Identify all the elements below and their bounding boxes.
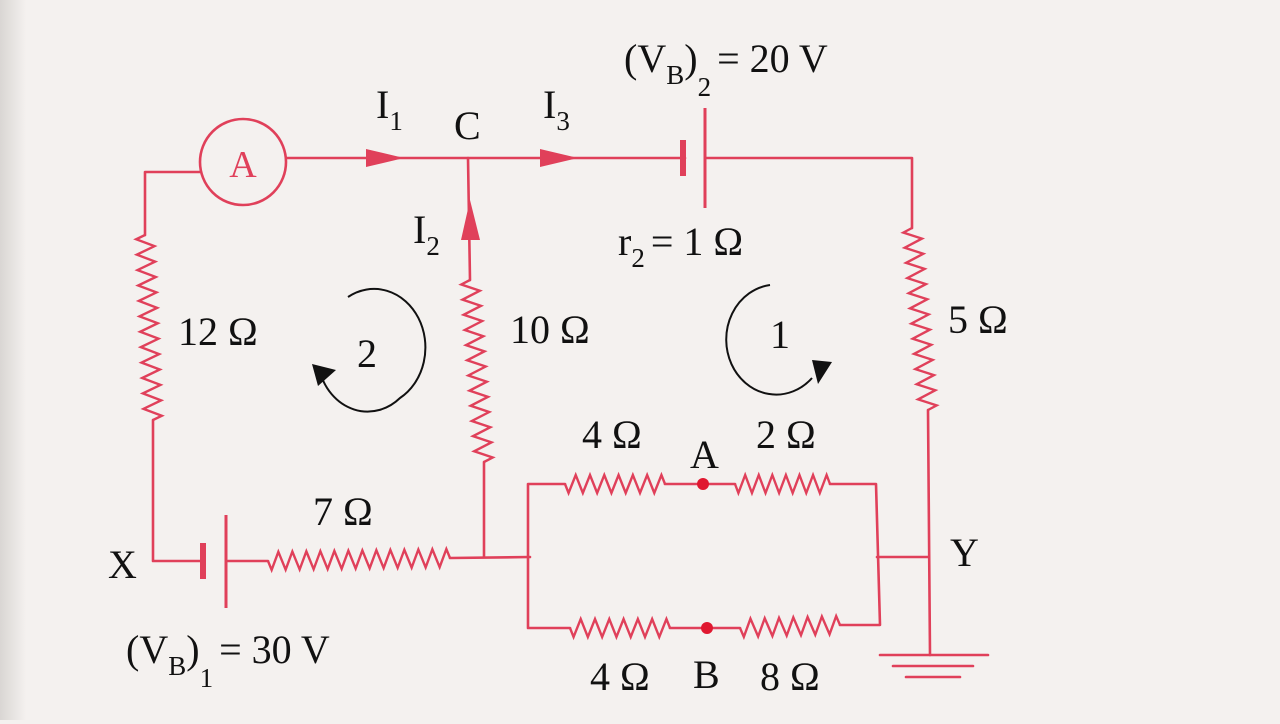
ammeter-label: A	[229, 144, 257, 186]
current-i2-label: I2	[413, 207, 440, 261]
battery-1-label: (VB)1= 30 V	[126, 627, 330, 693]
wire-bridge-left	[526, 482, 572, 630]
resistor-2-top-label: 2 Ω	[756, 412, 816, 457]
loop-1-arc	[725, 284, 813, 396]
page-edge-shadow	[0, 0, 26, 720]
node-x-label: X	[108, 542, 137, 587]
battery-1	[200, 515, 228, 608]
wire-bottom-mid	[448, 555, 532, 560]
node-y-label: Y	[950, 530, 979, 575]
wires	[143, 156, 932, 657]
node-a-label: A	[690, 432, 719, 477]
node-c-label: C	[454, 103, 481, 148]
resistor-5-label: 5 Ω	[948, 297, 1008, 342]
loop-2-indicator: 2	[312, 287, 427, 413]
current-i3-label: I3	[543, 82, 570, 136]
resistor-8-bottom-label: 8 Ω	[760, 654, 820, 699]
wire-top-left	[143, 170, 202, 237]
resistor-8-ohm-bottom	[738, 612, 842, 641]
loop-1-indicator: 1	[725, 284, 832, 396]
ground-symbol	[878, 653, 990, 679]
internal-resistance-label: r2= 1 Ω	[618, 219, 743, 273]
battery-2-label: (VB)2= 20 V	[624, 36, 828, 102]
loop-1-label: 1	[770, 312, 790, 357]
resistor-4-bottom-label: 4 Ω	[590, 654, 650, 699]
wire-top-right	[703, 156, 914, 230]
resistor-4-ohm-top	[563, 471, 667, 497]
arrow-i3	[540, 149, 578, 167]
resistor-4-ohm-bottom	[568, 615, 672, 641]
current-i1-label: I1	[376, 82, 403, 136]
loop-2-label: 2	[357, 331, 377, 376]
node-b-dot	[701, 622, 713, 634]
resistor-12-label: 12 Ω	[178, 309, 258, 354]
resistor-7-label: 7 Ω	[313, 489, 373, 534]
loop-1-arrowhead	[812, 360, 832, 384]
resistor-10-label: 10 Ω	[510, 307, 590, 352]
resistor-2-ohm-top	[733, 471, 832, 497]
node-b-label: B	[693, 652, 720, 697]
ammeter: A	[198, 117, 288, 207]
resistor-4-top-label: 4 Ω	[582, 412, 642, 457]
arrow-i2	[461, 200, 480, 240]
resistor-12-ohm	[133, 233, 165, 422]
loop-2-arc	[319, 287, 427, 413]
resistor-5-ohm	[900, 226, 940, 412]
node-a-dot	[697, 478, 709, 490]
battery-2	[680, 108, 707, 208]
resistor-10-ohm	[458, 278, 496, 464]
wire-left-down	[151, 418, 202, 563]
loop-2-arrowhead	[312, 364, 336, 386]
ammeter-circle	[198, 117, 288, 207]
arrow-i1	[366, 149, 404, 167]
resistor-7-ohm	[266, 545, 452, 574]
wire-right-down	[926, 408, 932, 657]
wire-bridge-right	[828, 482, 882, 627]
